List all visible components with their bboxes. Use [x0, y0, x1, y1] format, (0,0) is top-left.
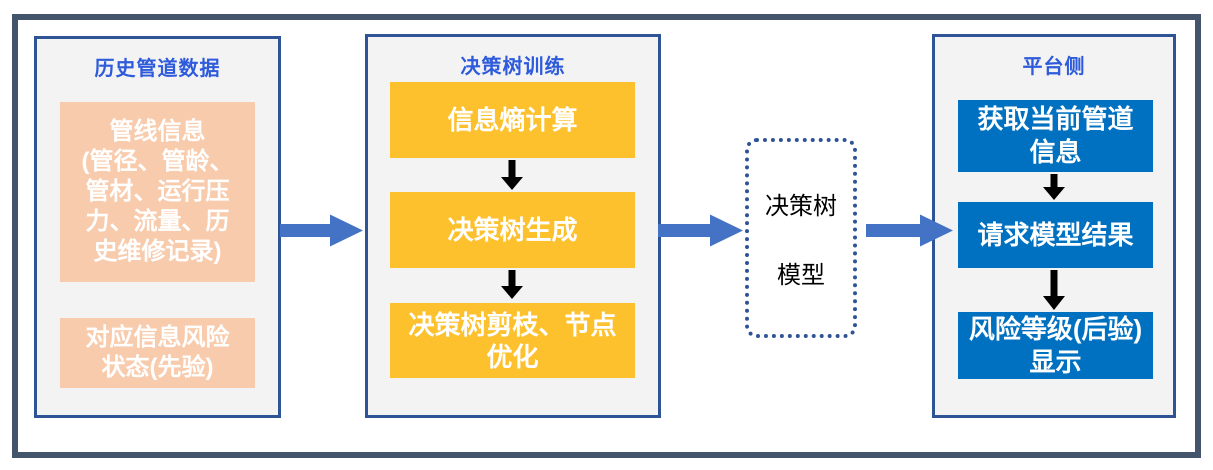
- node-risk-state-prior-label: 对应信息风险 状态(先验): [85, 324, 230, 381]
- model-box-line1: 决策树: [765, 193, 837, 220]
- panel-platform-side: 平台侧 获取当前管道 信息 请求模型结果 风险等级(后验) 显示: [932, 34, 1176, 418]
- node-entropy-calculation-label: 信息熵计算: [447, 105, 578, 135]
- node-get-current-pipeline-info: 获取当前管道 信息: [958, 100, 1153, 172]
- node-tree-generation: 决策树生成: [390, 192, 635, 268]
- node-pruning-optimization: 决策树剪枝、节点 优化: [390, 303, 635, 378]
- node-request-model-result: 请求模型结果: [958, 202, 1153, 268]
- panel-decision-tree-training: 决策树训练 信息熵计算 决策树生成 决策树剪枝、节点 优化: [365, 34, 661, 418]
- node-get-current-pipeline-info-label: 获取当前管道 信息: [977, 104, 1134, 167]
- node-entropy-calculation: 信息熵计算: [390, 82, 635, 158]
- node-risk-state-prior: 对应信息风险 状态(先验): [60, 318, 255, 388]
- node-risk-level-display-label: 风险等级(后验) 显示: [968, 313, 1143, 377]
- model-box-line2: 模型: [777, 262, 825, 289]
- panel-training-title: 决策树训练: [460, 56, 566, 78]
- node-pipeline-info-label: 管线信息 (管径、管龄、 管材、运行压 力、流量、历 史维修记录): [81, 118, 234, 265]
- node-decision-tree-model: 决策树 模型: [745, 138, 857, 338]
- node-request-model-result-label: 请求模型结果: [977, 219, 1134, 250]
- panel-history-data: 历史管道数据 管线信息 (管径、管龄、 管材、运行压 力、流量、历 史维修记录)…: [34, 36, 281, 418]
- node-risk-level-display: 风险等级(后验) 显示: [958, 312, 1153, 379]
- node-tree-generation-label: 决策树生成: [447, 215, 578, 245]
- node-pruning-optimization-label: 决策树剪枝、节点 优化: [408, 309, 617, 372]
- node-pipeline-info: 管线信息 (管径、管龄、 管材、运行压 力、流量、历 史维修记录): [60, 102, 255, 282]
- panel-history-title: 历史管道数据: [94, 58, 221, 80]
- panel-platform-title: 平台侧: [1022, 56, 1086, 78]
